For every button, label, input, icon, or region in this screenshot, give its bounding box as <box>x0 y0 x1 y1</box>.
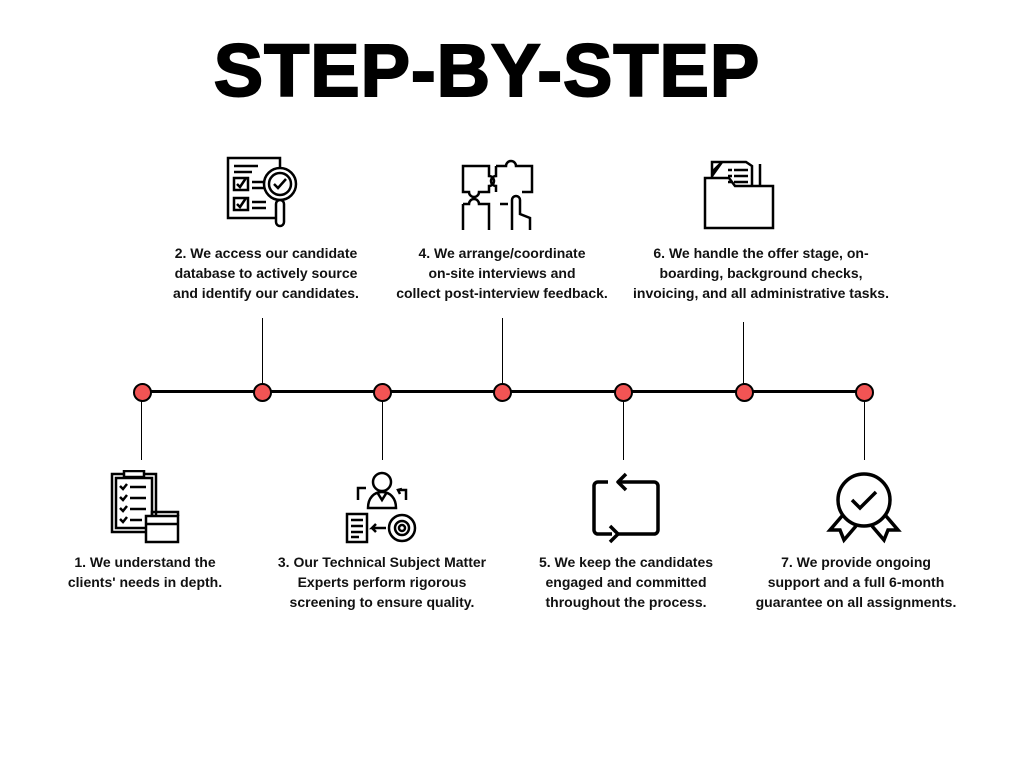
document-magnifier-icon <box>226 156 302 232</box>
step-6-description: 6. We handle the offer stage, on-boardin… <box>633 245 889 301</box>
timeline-node-7 <box>855 383 874 402</box>
timeline-node-3 <box>373 383 392 402</box>
timeline-node-1 <box>133 383 152 402</box>
folder-documents-icon <box>702 156 778 232</box>
connector-3 <box>382 392 383 460</box>
expert-gear-icon <box>344 470 420 546</box>
clipboard-checklist-icon <box>108 470 182 546</box>
connector-4 <box>502 318 503 392</box>
timeline-node-2 <box>253 383 272 402</box>
connector-2 <box>262 318 263 392</box>
timeline-node-5 <box>614 383 633 402</box>
connector-6 <box>743 322 744 392</box>
connector-5 <box>623 392 624 460</box>
connector-1 <box>141 392 142 460</box>
connector-7 <box>864 392 865 460</box>
page-title: STEP-BY-STEP <box>213 28 761 113</box>
puzzle-hand-icon <box>460 156 536 232</box>
timeline-node-6 <box>735 383 754 402</box>
timeline-node-4 <box>493 383 512 402</box>
repeat-arrows-icon <box>588 470 664 546</box>
award-badge-icon <box>826 470 902 546</box>
